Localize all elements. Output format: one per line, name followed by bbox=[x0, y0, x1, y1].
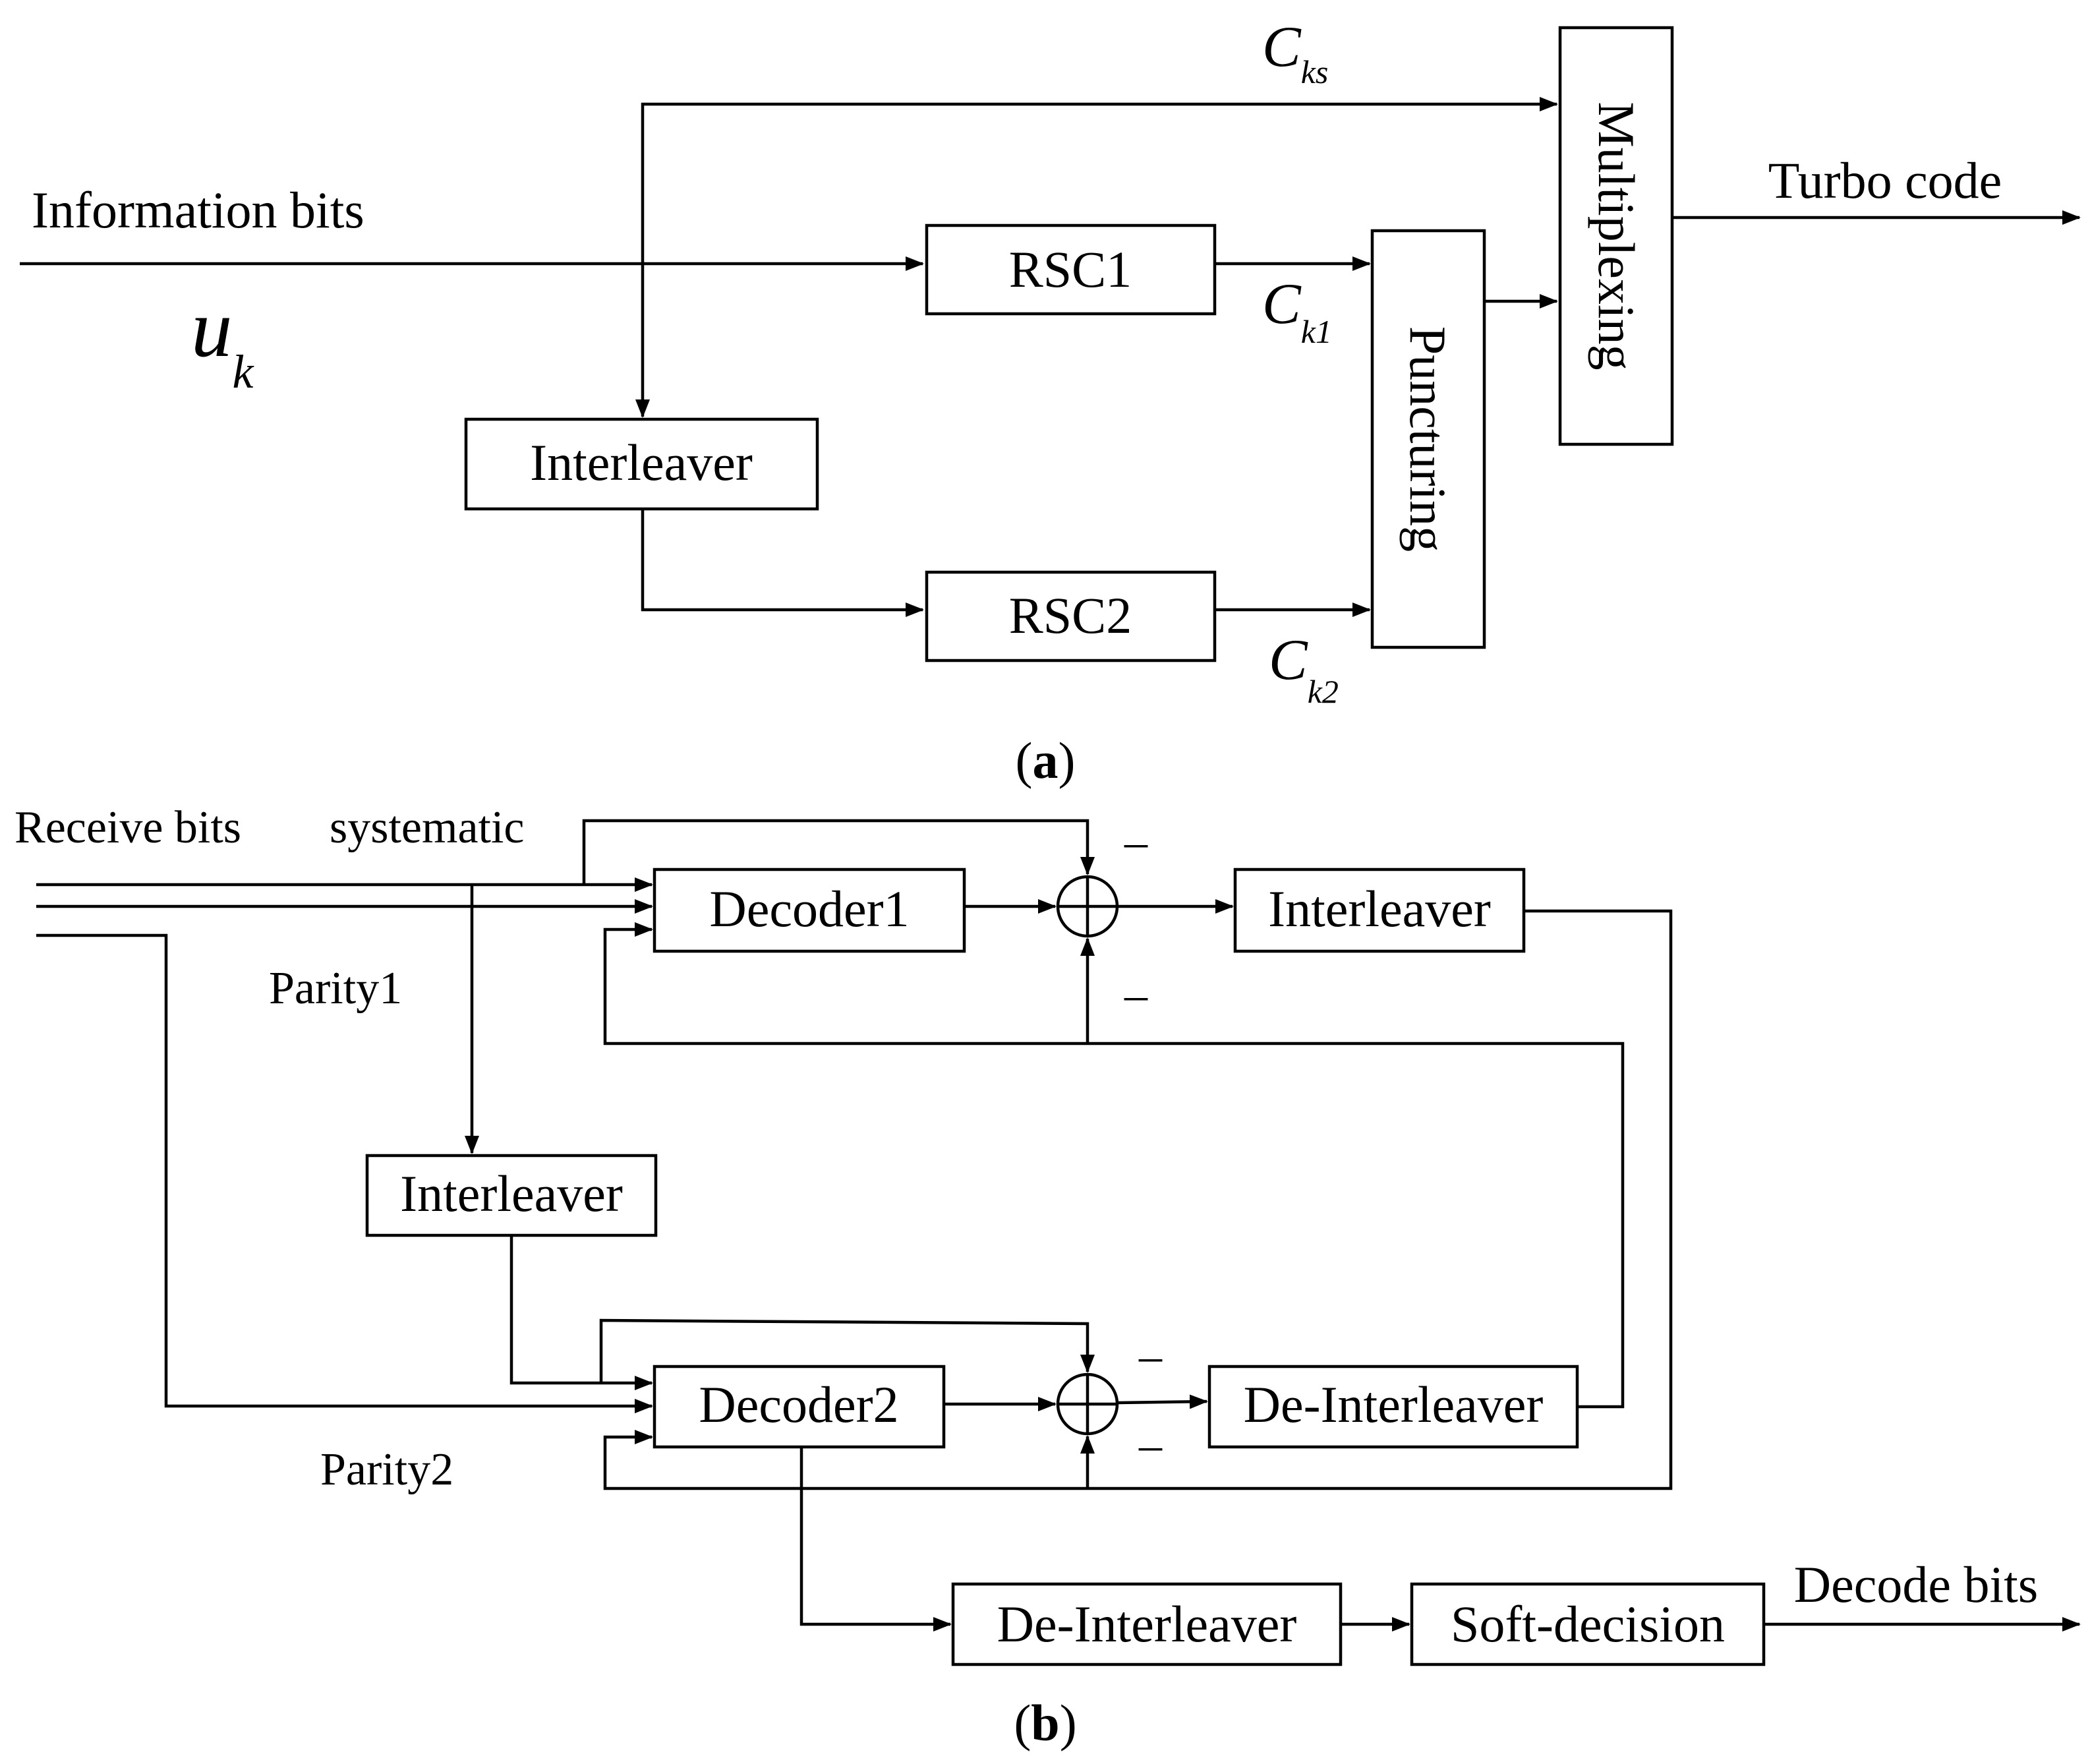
panel-b-decoder: Receive bits systematic Parity1 Parity2 … bbox=[15, 802, 2081, 1751]
ck1-label: Ck1 bbox=[1262, 272, 1332, 350]
caption-a: (a) bbox=[1016, 732, 1076, 789]
decoder1-label: Decoder1 bbox=[709, 880, 909, 937]
panel-a-encoder: Information bits uk RSC1 RSC2 Interleave… bbox=[20, 15, 2081, 789]
sum-junction-2 bbox=[1056, 1372, 1119, 1436]
deinterleaver-mid-label: De-Interleaver bbox=[1244, 1376, 1544, 1433]
turbo-code-label: Turbo code bbox=[1768, 152, 2002, 209]
rsc2-box bbox=[925, 570, 1217, 662]
systematic-label: systematic bbox=[330, 802, 524, 853]
rsc1-label: RSC1 bbox=[1009, 241, 1132, 298]
decoder2-box bbox=[653, 1365, 946, 1449]
to-sum2-top-line bbox=[599, 1318, 1095, 1383]
decoder2-label: Decoder2 bbox=[699, 1376, 898, 1433]
minus-sign-1: – bbox=[1124, 817, 1148, 867]
puncturing-box bbox=[1370, 229, 1486, 649]
deinterleaver-out-box bbox=[951, 1582, 1343, 1666]
receive-bits-label: Receive bits bbox=[15, 802, 241, 853]
uk-symbol: uk bbox=[191, 283, 255, 398]
feedback-deinterleaver-line bbox=[603, 922, 1625, 1409]
sum2-to-deinterleaver-line bbox=[1117, 1394, 1208, 1409]
rsc1-box bbox=[925, 223, 1217, 316]
input-line-3 bbox=[36, 933, 653, 1413]
interleaver-b-mid-box bbox=[365, 1154, 658, 1237]
cks-label: Cks bbox=[1262, 15, 1328, 90]
sum-junction-1 bbox=[1056, 875, 1119, 938]
interleaver-mid-to-decoder2-line bbox=[509, 1235, 653, 1390]
interleaver-a-label: Interleaver bbox=[530, 434, 753, 491]
rsc2-label: RSC2 bbox=[1009, 587, 1132, 644]
interleaver-a-box bbox=[464, 417, 819, 511]
soft-decision-label: Soft-decision bbox=[1451, 1595, 1725, 1653]
information-bits-label: Information bits bbox=[32, 181, 364, 239]
deinterleaver-out-label: De-Interleaver bbox=[997, 1595, 1297, 1653]
interleaver-b-mid-label: Interleaver bbox=[400, 1165, 623, 1222]
parity1-label: Parity1 bbox=[269, 963, 402, 1014]
minus-sign-2: – bbox=[1124, 970, 1148, 1020]
systematic-line bbox=[641, 97, 1558, 264]
feedback-interleaver-line bbox=[603, 909, 1673, 1490]
parity2-label: Parity2 bbox=[320, 1444, 453, 1495]
ck2-label: Ck2 bbox=[1269, 628, 1339, 710]
systematic-to-sum1-line bbox=[582, 819, 1095, 885]
decode-bits-label: Decode bits bbox=[1794, 1556, 2038, 1613]
caption-b: (b) bbox=[1014, 1694, 1076, 1751]
decoder1-box bbox=[653, 867, 966, 953]
minus-sign-3: – bbox=[1138, 1331, 1163, 1382]
interleaver-to-rsc2-line bbox=[641, 509, 924, 617]
interleaver-b-top-label: Interleaver bbox=[1268, 880, 1491, 937]
decoder2-to-output-line bbox=[799, 1447, 952, 1632]
minus-sign-4: – bbox=[1138, 1420, 1163, 1471]
multiplexing-label: Multiplexing bbox=[1588, 102, 1645, 370]
multiplexing-box bbox=[1558, 26, 1674, 446]
puncturing-label: Puncturing bbox=[1399, 326, 1457, 552]
